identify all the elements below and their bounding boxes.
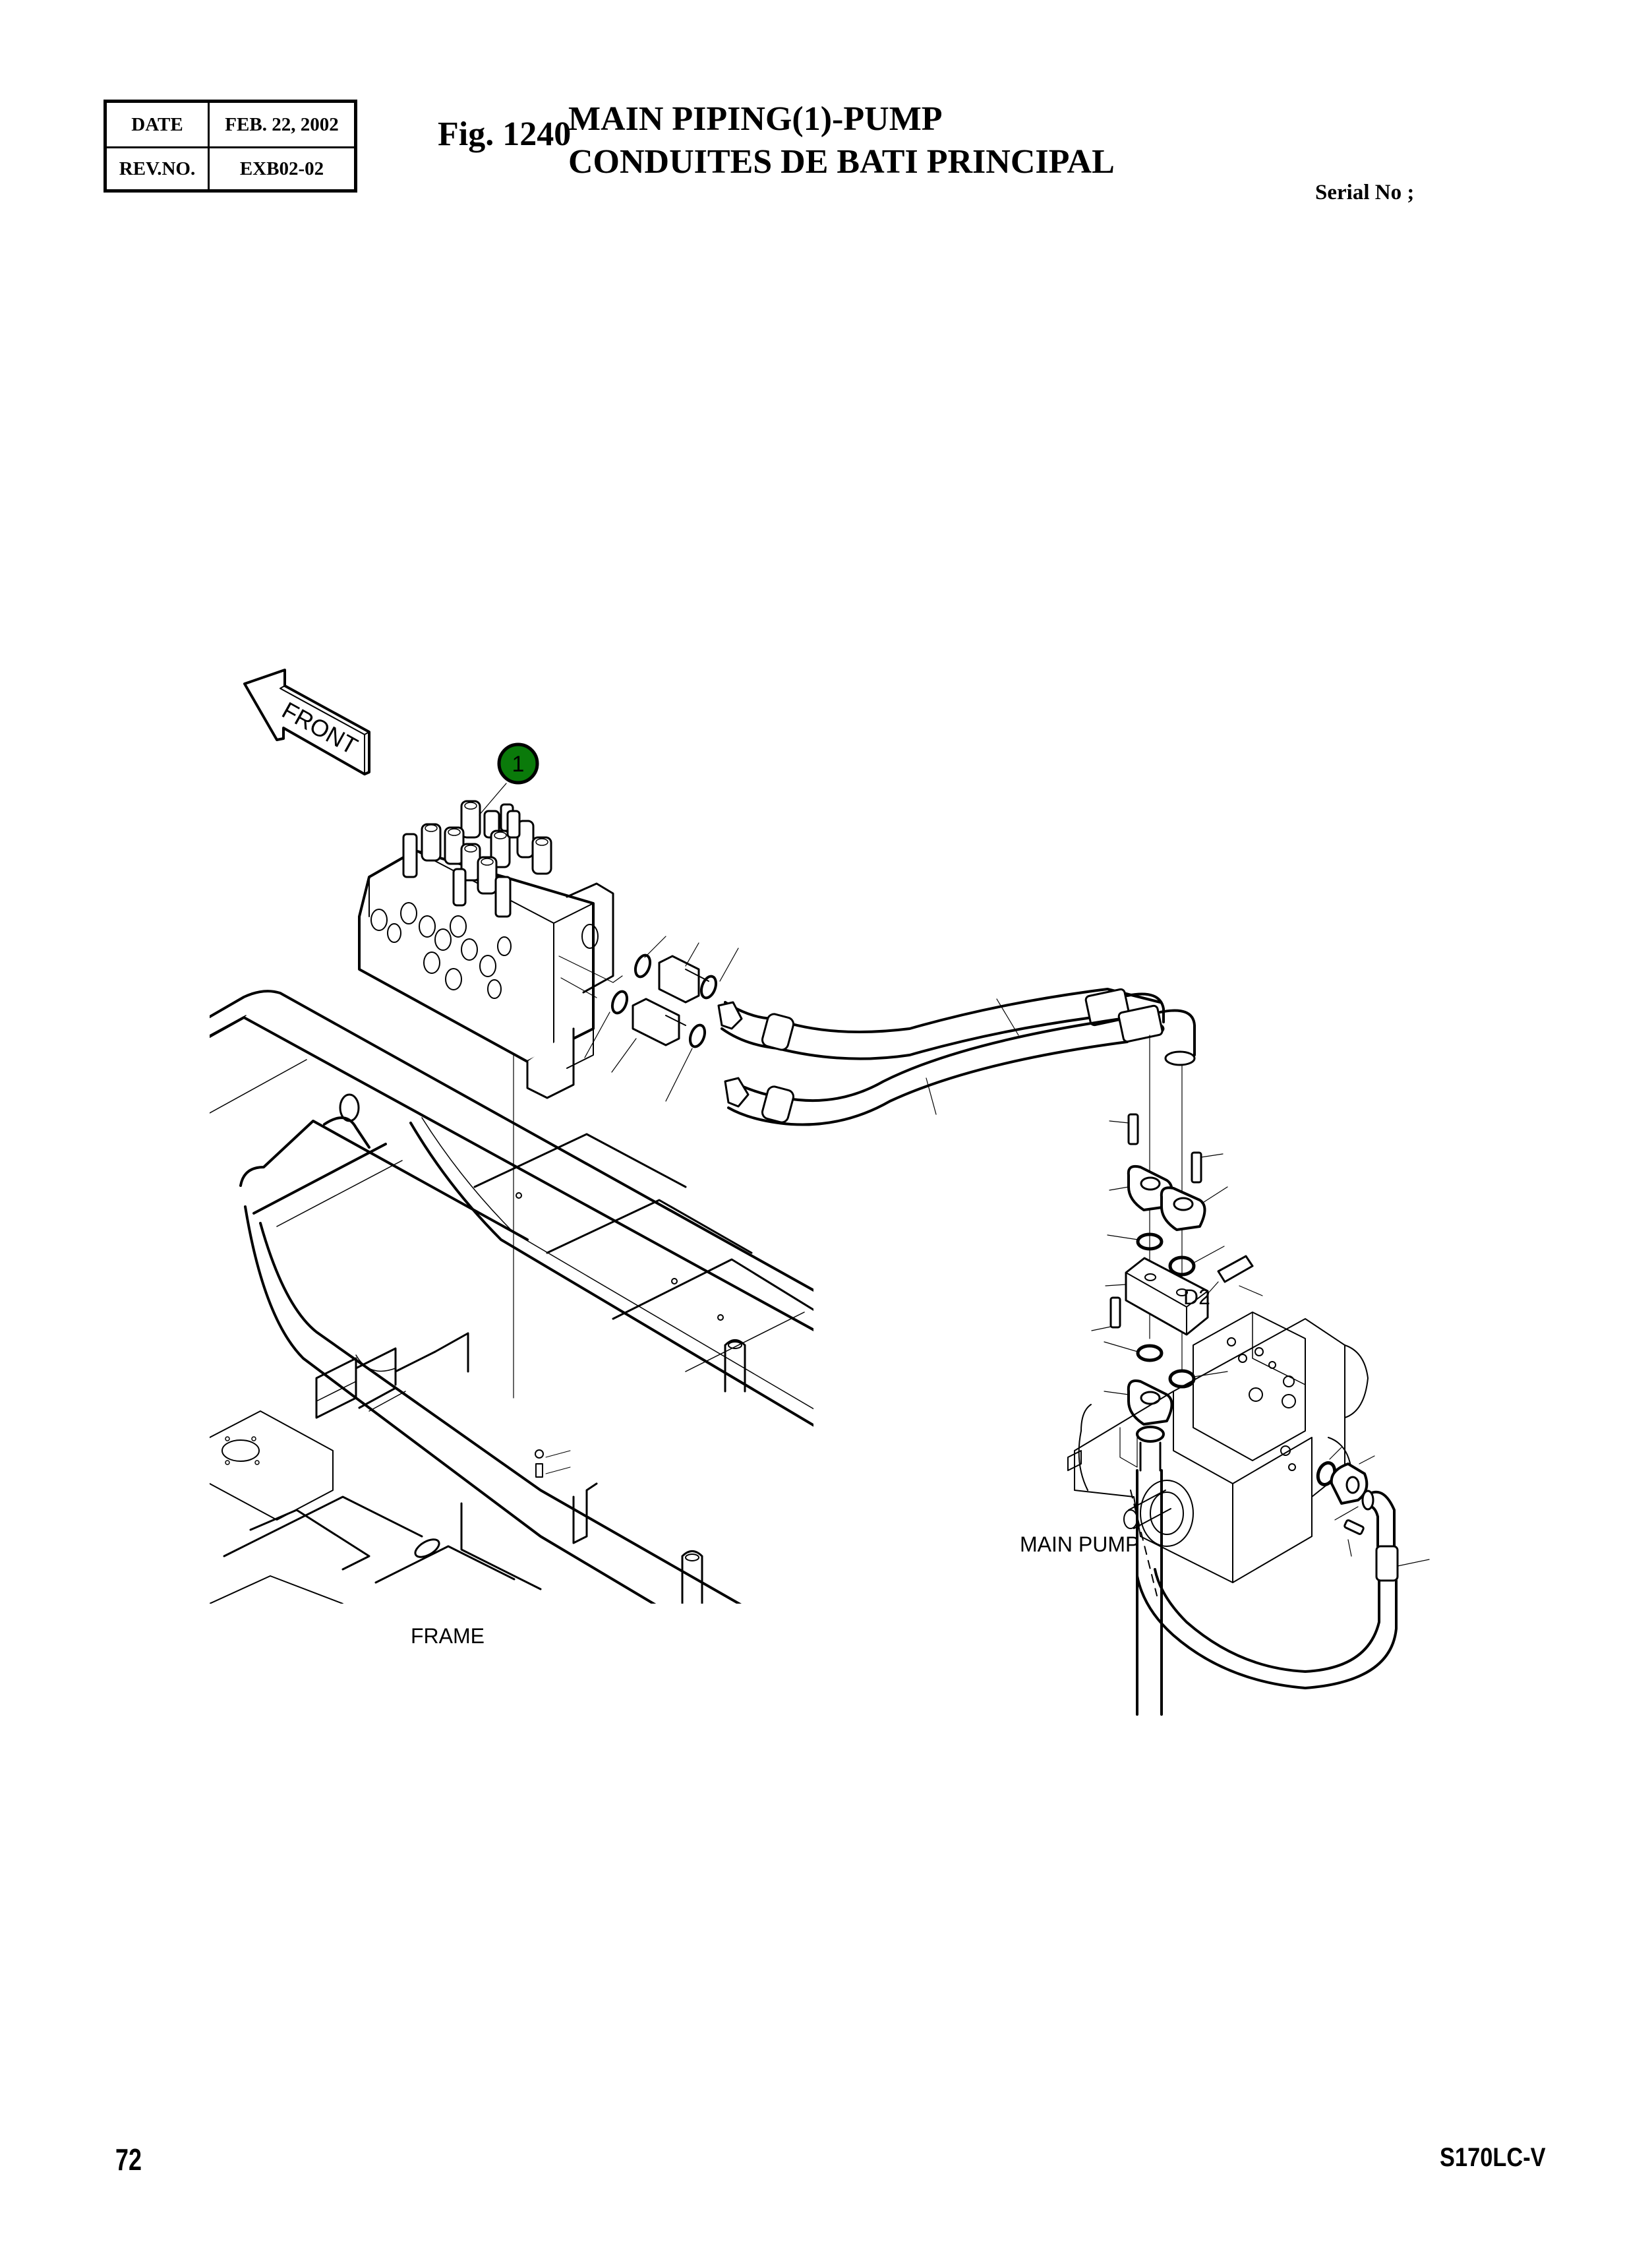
- model-name: S170LC-V: [1440, 2143, 1546, 2172]
- rev-value: EXB02-02: [239, 158, 324, 179]
- rev-label: REV.NO.: [119, 158, 196, 179]
- page-number: 72: [115, 2142, 142, 2177]
- serial-number-label: Serial No ;: [1315, 181, 1415, 204]
- valve-fittings: [558, 936, 739, 1102]
- revision-table: DATE FEB. 22, 2002 REV.NO. EXB02-02: [103, 100, 357, 193]
- frame-label: FRAME: [411, 1624, 485, 1648]
- date-label: DATE: [131, 113, 183, 135]
- figure-number: Fig. 1240: [438, 115, 572, 153]
- front-direction-arrow: FRONT: [243, 669, 370, 775]
- hose-assemblies: [717, 988, 1196, 1126]
- callout-1: 1: [479, 742, 539, 816]
- main-pump-label: MAIN PUMP: [1020, 1532, 1139, 1556]
- table-divider-horizontal: [107, 146, 354, 148]
- port-d2-label: D2: [1183, 1285, 1210, 1309]
- callout-number: 1: [512, 752, 525, 777]
- table-divider-vertical: [208, 103, 210, 189]
- flange-stack: [1091, 1035, 1263, 1468]
- page-title-en: MAIN PIPING(1)-PUMP: [568, 100, 943, 138]
- main-pump-illustration: [1067, 1312, 1430, 1716]
- page-title-fr: CONDUITES DE BATI PRINCIPAL: [568, 143, 1115, 181]
- frame-illustration: [210, 990, 813, 1604]
- control-valve: [358, 800, 614, 1099]
- date-value: FEB. 22, 2002: [225, 113, 339, 135]
